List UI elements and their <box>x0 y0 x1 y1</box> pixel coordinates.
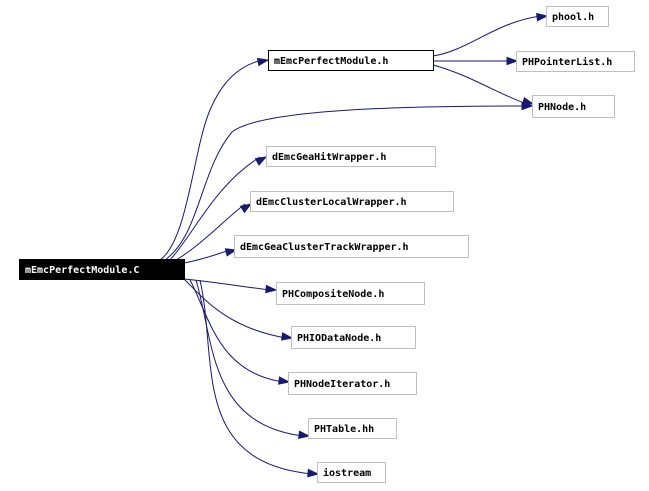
node-box <box>291 326 416 349</box>
node-label: dEmcGeaHitWrapper.h <box>272 151 386 163</box>
node-gea-clus[interactable]: dEmcGeaClusterTrackWrapper.h <box>234 235 469 258</box>
node-label: PHNode.h <box>538 102 586 113</box>
arrowhead <box>256 57 270 67</box>
arrowhead <box>265 284 278 294</box>
edge-root-to-phcomp <box>183 278 278 294</box>
edge-line <box>183 278 271 291</box>
node-box <box>234 235 469 258</box>
node-phcomp[interactable]: PHCompositeNode.h <box>276 282 425 305</box>
edge-line <box>432 15 542 57</box>
edge-root-to-iostream <box>199 279 320 478</box>
edge-line <box>169 156 261 261</box>
node-box <box>266 146 436 167</box>
node-label: dEmcClusterLocalWrapper.h <box>256 197 407 208</box>
node-phnode[interactable]: PHNode.h <box>532 95 615 118</box>
node-label: mEmcPerfectModule.C <box>25 265 139 276</box>
arrowhead <box>280 332 294 341</box>
node-label: PHNodeIterator.h <box>294 379 390 390</box>
node-box <box>308 418 397 439</box>
node-clus-local[interactable]: dEmcClusterLocalWrapper.h <box>250 191 454 212</box>
node-label: PHPointerList.h <box>522 56 612 68</box>
edge-line <box>159 59 263 261</box>
edge-line <box>432 64 528 105</box>
node-box <box>276 282 425 305</box>
node-box <box>250 191 454 212</box>
edge-line <box>164 105 527 261</box>
node-gea-hit[interactable]: dEmcGeaHitWrapper.h <box>266 146 436 167</box>
node-label: iostream <box>323 467 371 479</box>
node-phiter[interactable]: PHNodeIterator.h <box>288 372 417 395</box>
node-box <box>516 51 635 72</box>
node-box <box>546 6 609 27</box>
node-phio[interactable]: PHIODataNode.h <box>291 326 416 349</box>
node-phptr[interactable]: PHPointerList.h <box>516 51 635 72</box>
arrowhead <box>224 248 238 257</box>
node-root[interactable]: mEmcPerfectModule.C <box>19 259 185 280</box>
node-mod-h[interactable]: mEmcPerfectModule.h <box>268 50 434 71</box>
node-label: dEmcGeaClusterTrackWrapper.h <box>240 242 409 253</box>
node-phool[interactable]: phool.h <box>546 6 609 27</box>
edge-line <box>183 249 231 264</box>
node-box <box>532 95 615 118</box>
edge-root-to-gea_clus <box>183 248 238 264</box>
edge-mod_h-to-phool <box>432 12 549 57</box>
arrowhead <box>307 468 320 478</box>
edge-root-to-phio <box>183 278 294 341</box>
node-label: PHCompositeNode.h <box>282 288 384 300</box>
nodes-layer: mEmcPerfectModule.C mEmcPerfectModule.h ph… <box>19 6 635 483</box>
arrowhead <box>536 12 549 22</box>
edge-line <box>183 278 287 339</box>
edge-line <box>189 279 284 383</box>
node-box <box>19 259 185 280</box>
arrowhead <box>278 376 291 385</box>
edge-root-to-gea_hit <box>169 156 268 261</box>
node-box <box>268 50 434 71</box>
node-label: PHIODataNode.h <box>297 333 381 344</box>
node-label: phool.h <box>552 12 594 23</box>
node-phtable[interactable]: PHTable.hh <box>308 418 397 439</box>
arrowhead <box>239 203 253 214</box>
edge-mod_h-to-phptr <box>433 56 519 66</box>
edge-line <box>175 203 246 261</box>
arrowhead <box>506 56 519 66</box>
node-box <box>317 462 386 483</box>
edge-line <box>195 279 304 437</box>
node-label: PHTable.hh <box>314 424 374 435</box>
arrowhead <box>521 96 535 106</box>
arrowhead <box>298 430 311 440</box>
edge-root-to-phiter <box>189 279 291 385</box>
node-label: mEmcPerfectModule.h <box>274 56 388 67</box>
edge-line <box>199 279 313 475</box>
edge-mod_h-to-phnode <box>432 64 535 106</box>
edge-root-to-phtable <box>195 279 311 440</box>
arrowhead <box>254 156 268 166</box>
edges-layer <box>159 12 549 478</box>
edge-root-to-mod_h <box>159 57 270 261</box>
node-iostream[interactable]: iostream <box>317 462 386 483</box>
edge-root-to-clus_local <box>175 203 253 261</box>
node-box <box>288 372 417 395</box>
